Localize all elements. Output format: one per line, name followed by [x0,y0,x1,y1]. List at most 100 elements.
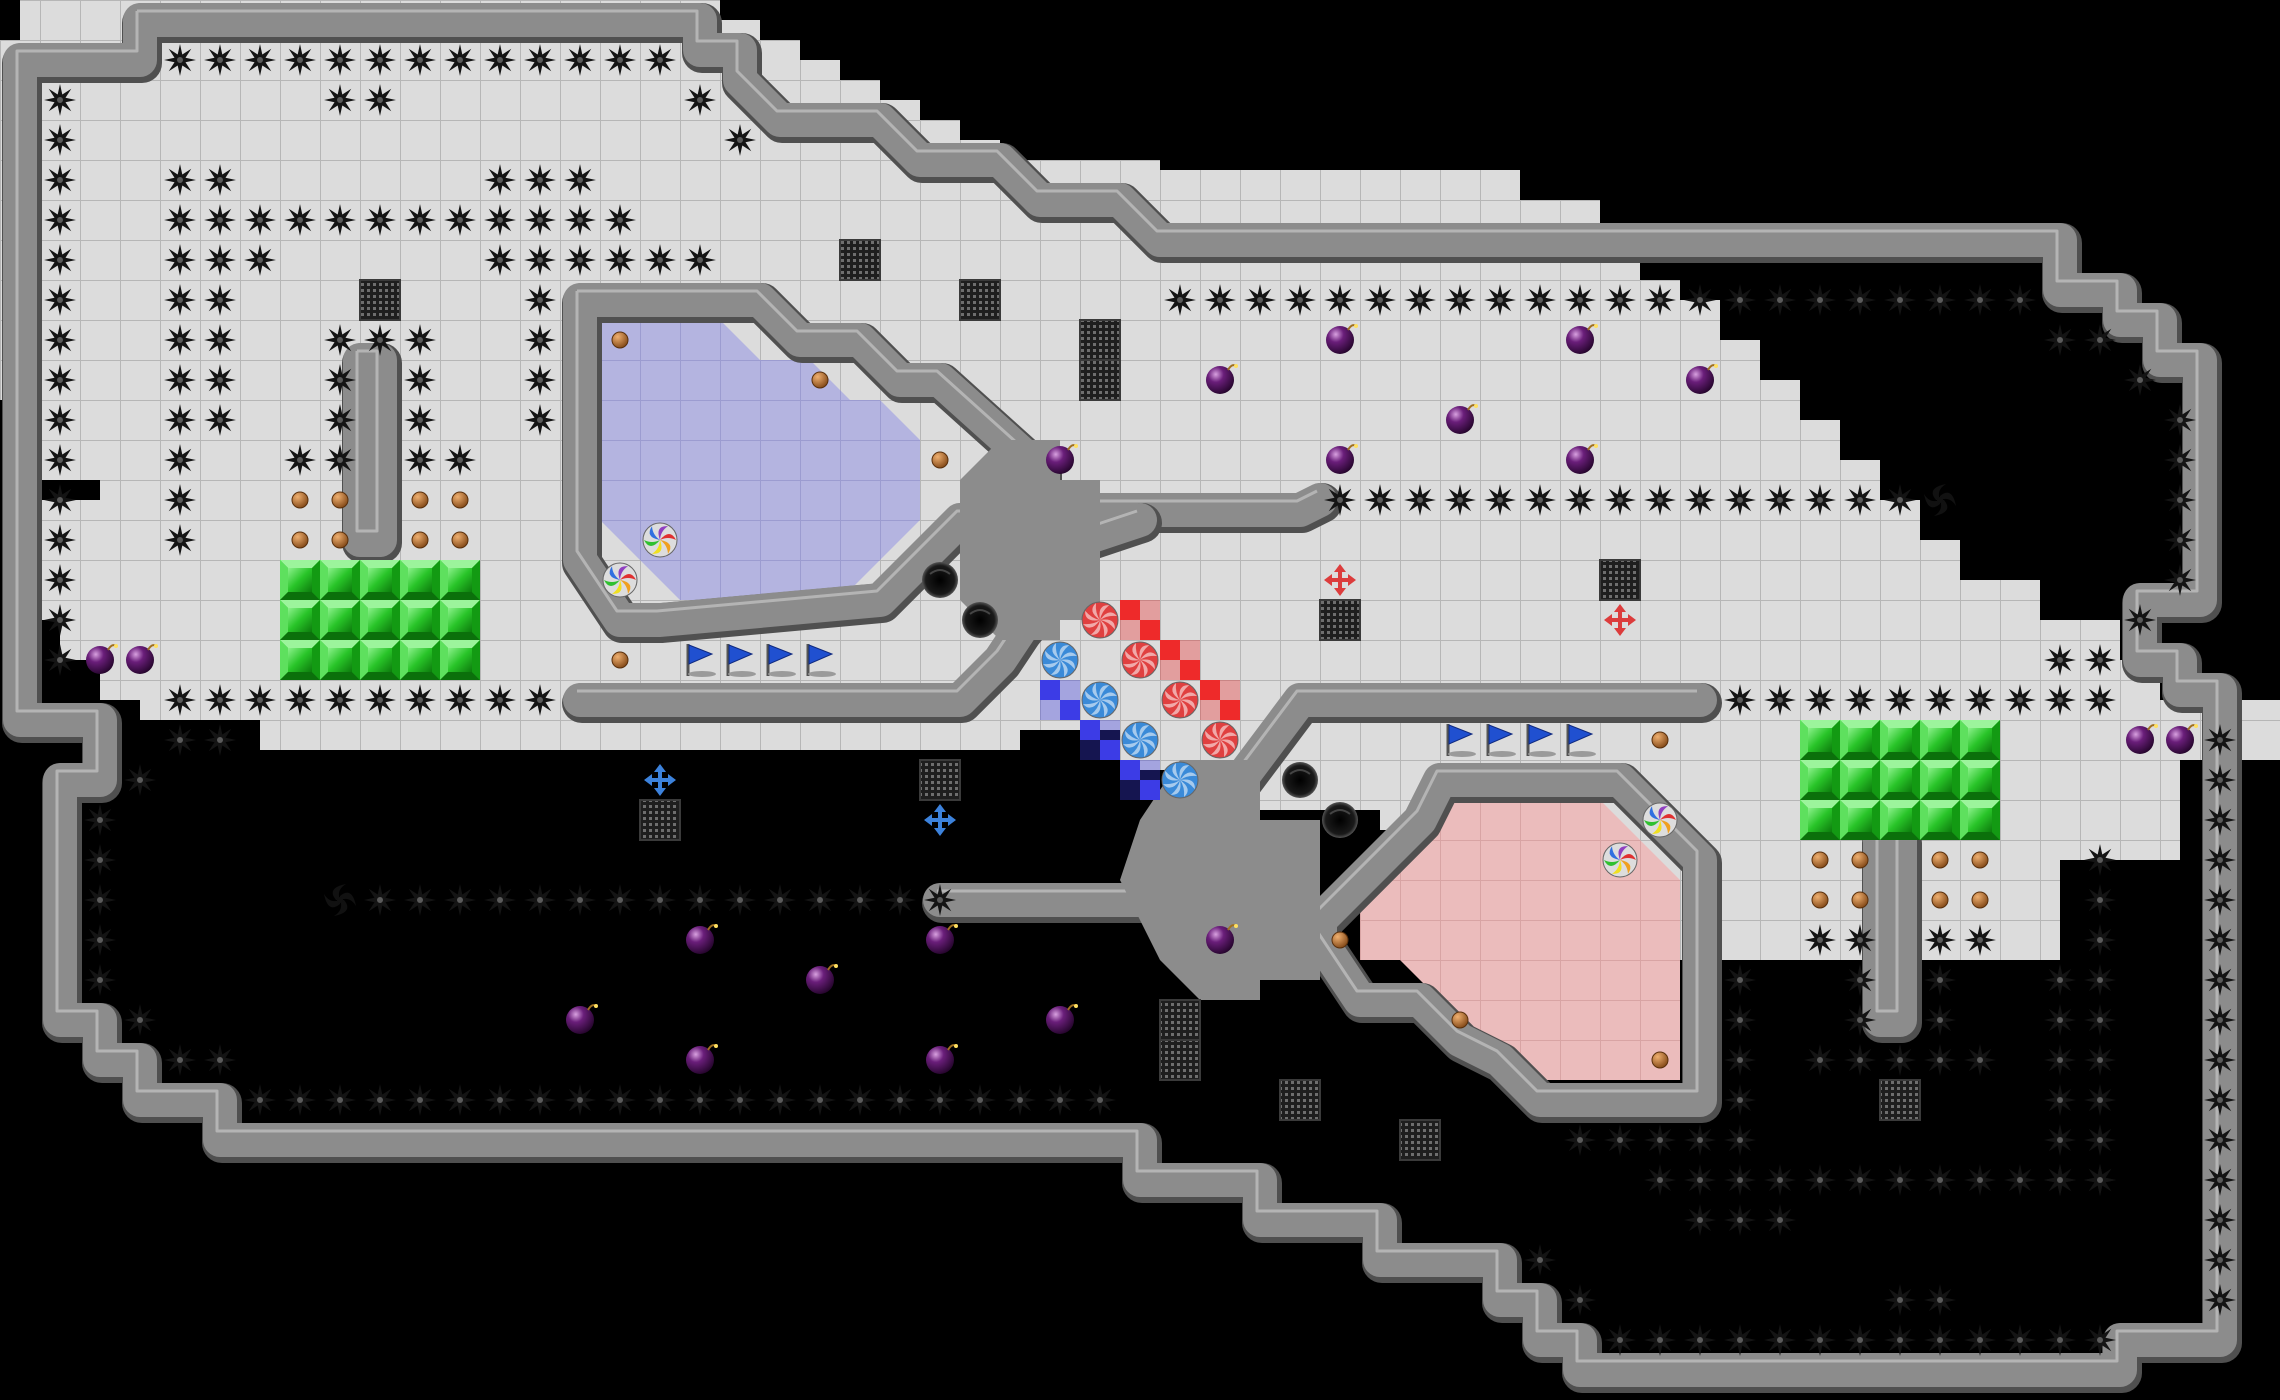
bomb-icon[interactable] [1446,404,1478,434]
spike-mine-icon [2204,724,2236,756]
spike-mine-icon [364,324,396,356]
spike-mine-icon [204,724,236,756]
bronze-ball-icon[interactable] [1451,1011,1469,1029]
bomb-icon[interactable] [1046,1004,1078,1034]
spike-mine-icon [2084,884,2116,916]
red-pinwheel-icon[interactable] [1161,681,1199,719]
left-pillar-wall [343,343,397,557]
blue-pinwheel-icon[interactable] [1161,761,1199,799]
bomb-icon[interactable] [1046,444,1078,474]
spike-mine-icon [164,324,196,356]
spike-mine-icon [684,244,716,276]
bronze-ball-icon[interactable] [931,451,949,469]
bomb-icon[interactable] [1566,444,1598,474]
bronze-ball-icon[interactable] [1651,731,1669,749]
bronze-ball-icon[interactable] [331,531,349,549]
spike-mine-icon [644,884,676,916]
rainbow-swirl-icon [642,522,678,558]
floor-grate-icon [1159,999,1201,1041]
bomb-icon[interactable] [806,964,838,994]
bronze-ball-icon[interactable] [451,531,469,549]
bomb-icon[interactable] [86,644,118,674]
checker-tile [1060,680,1080,700]
spike-mine-icon [44,364,76,396]
black-hole-icon [962,602,998,638]
spike-mine-icon [1804,284,1836,316]
checker-tile [1120,780,1140,800]
green-gem-block-icon [360,640,400,680]
red-move-arrows-icon[interactable] [1324,564,1356,596]
blue-move-arrows-icon[interactable] [644,764,676,796]
bronze-ball-icon[interactable] [1851,891,1869,909]
floor-grate-icon [359,279,401,321]
rainbow-swirl-icon [1642,802,1678,838]
spike-mine-icon [1724,1324,1756,1356]
bomb-icon[interactable] [1566,324,1598,354]
bronze-ball-icon[interactable] [1971,851,1989,869]
bronze-ball-icon[interactable] [291,491,309,509]
red-move-arrows-icon[interactable] [1604,604,1636,636]
bomb-icon[interactable] [926,1044,958,1074]
bomb-icon[interactable] [566,1004,598,1034]
bronze-ball-icon[interactable] [611,651,629,669]
spike-mine-icon [1964,1044,1996,1076]
floor-grate-icon [839,239,881,281]
bronze-ball-icon[interactable] [1931,851,1949,869]
bronze-ball-icon[interactable] [411,491,429,509]
bomb-icon[interactable] [1686,364,1718,394]
bomb-icon[interactable] [2166,724,2198,754]
bronze-ball-icon[interactable] [1931,891,1949,909]
spike-mine-icon [244,684,276,716]
spike-mine-icon [1644,284,1676,316]
bomb-icon[interactable] [686,1044,718,1074]
red-pinwheel-icon[interactable] [1121,641,1159,679]
bronze-ball-icon[interactable] [331,491,349,509]
spike-mine-icon [1564,284,1596,316]
spike-mine-icon [2204,1204,2236,1236]
bronze-ball-icon[interactable] [451,491,469,509]
bronze-ball-icon[interactable] [1651,1051,1669,1069]
bomb-icon[interactable] [1326,324,1358,354]
bronze-ball-icon[interactable] [411,531,429,549]
bomb-icon[interactable] [686,924,718,954]
green-gem-block-icon [1800,800,1840,840]
spike-mine-icon [1964,1324,1996,1356]
spike-mine-icon [444,444,476,476]
floor-grate-icon [1079,359,1121,401]
bomb-icon[interactable] [1326,444,1358,474]
bomb-icon[interactable] [2126,724,2158,754]
blue-move-arrows-icon[interactable] [924,804,956,836]
spike-mine-icon [2044,1004,2076,1036]
spike-mine-icon [204,44,236,76]
spike-mine-icon [604,204,636,236]
bronze-ball-icon[interactable] [611,331,629,349]
bronze-ball-icon[interactable] [811,371,829,389]
spike-mine-icon [1684,1124,1716,1156]
spike-mine-icon [524,1084,556,1116]
blue-pinwheel-icon[interactable] [1081,681,1119,719]
blue-pinwheel-icon[interactable] [1041,641,1079,679]
blue-pinwheel-icon[interactable] [1121,721,1159,759]
bronze-ball-icon[interactable] [291,531,309,549]
green-gem-block-icon [280,600,320,640]
checker-tile [1060,700,1080,720]
floor-grate-icon [1159,1039,1201,1081]
bronze-ball-icon[interactable] [1971,891,1989,909]
bronze-ball-icon[interactable] [1811,891,1829,909]
bronze-ball-icon[interactable] [1331,931,1349,949]
bomb-icon[interactable] [1206,364,1238,394]
bomb-icon[interactable] [926,924,958,954]
spike-mine-icon [1804,684,1836,716]
red-pinwheel-icon[interactable] [1201,721,1239,759]
spike-mine-icon [164,404,196,436]
spike-mine-icon [1924,1324,1956,1356]
red-pinwheel-icon[interactable] [1081,601,1119,639]
spike-mine-icon [2044,324,2076,356]
bomb-icon[interactable] [126,644,158,674]
spike-mine-icon [1244,284,1276,316]
bomb-icon[interactable] [1206,924,1238,954]
bronze-ball-icon[interactable] [1851,851,1869,869]
spike-mine-icon [44,244,76,276]
bronze-ball-icon[interactable] [1811,851,1829,869]
